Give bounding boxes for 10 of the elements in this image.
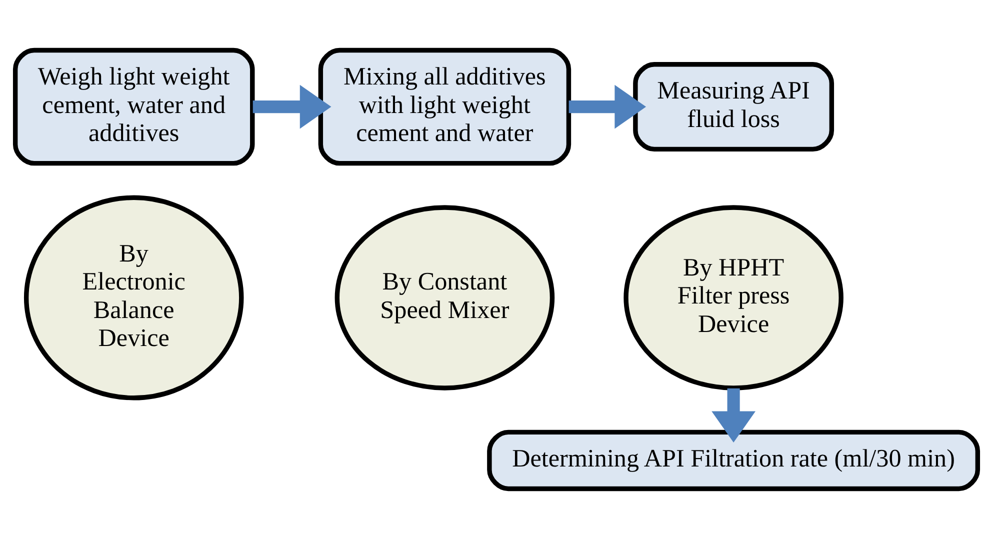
node-box: Mixing all additives with light weight cement and water — [318, 47, 572, 166]
arrow — [568, 84, 646, 128]
node-circle: By Electronic Balance Device — [24, 194, 244, 400]
node-ellipse: By HPHT Filter press Device — [624, 204, 844, 390]
node-box: Weigh light weight cement, water and additives — [12, 47, 255, 166]
node-box: Measuring API fluid loss — [633, 62, 834, 152]
node-box: Determining API Filtration rate (ml/30 min) — [487, 429, 980, 491]
arrow — [252, 84, 332, 128]
arrow — [712, 388, 756, 442]
node-ellipse: By Constant Speed Mixer — [334, 204, 555, 390]
